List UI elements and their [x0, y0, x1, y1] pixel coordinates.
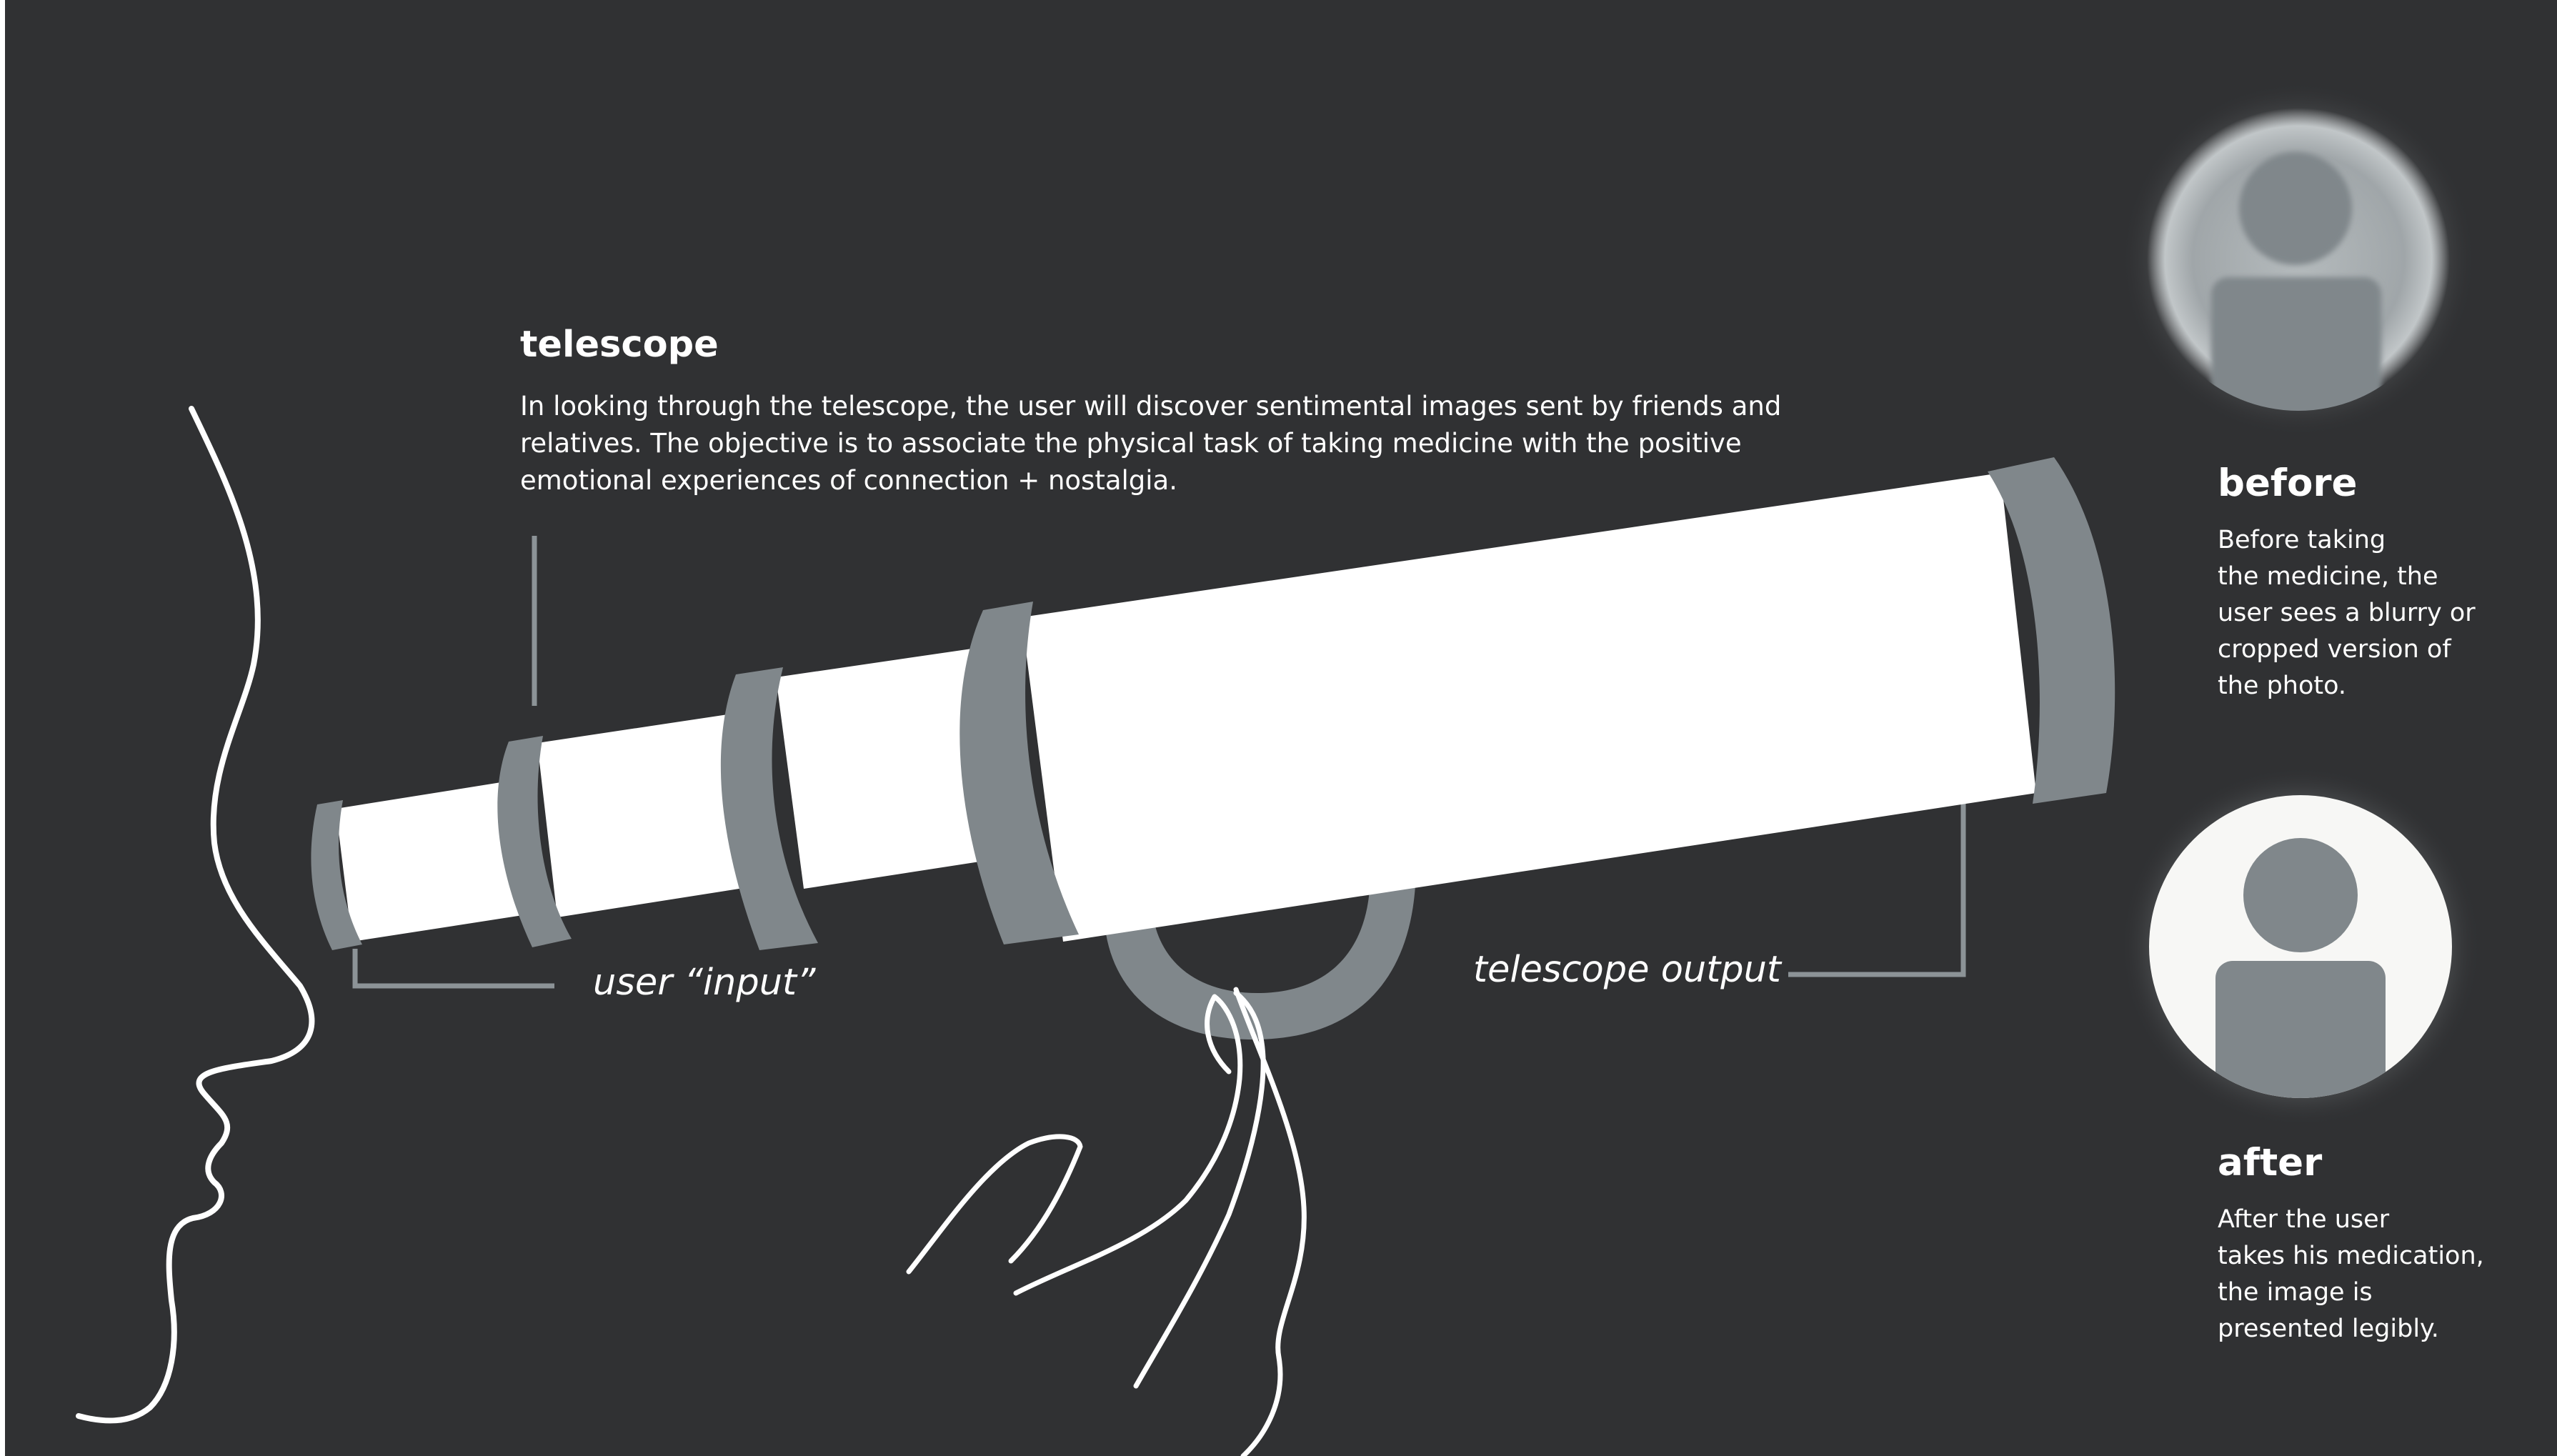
tube-segment-1 — [336, 780, 527, 942]
input-leader-line — [352, 949, 554, 989]
band-objective — [1988, 457, 2115, 804]
user-input-label: user “input” — [593, 962, 816, 1004]
intro-description: In looking through the telescope, the us… — [520, 388, 1792, 499]
face-profile-line — [76, 406, 315, 1424]
output-leader-line — [1788, 789, 1966, 977]
before-line: user sees a blurry or — [2218, 598, 2476, 627]
before-portrait — [2121, 82, 2476, 437]
after-description: After the user takes his medication, the… — [2218, 1202, 2532, 1347]
after-line: the image is — [2218, 1277, 2373, 1307]
hand-line-thumb — [1013, 994, 1243, 1296]
band-ring-2 — [497, 736, 572, 947]
after-line: After the user — [2218, 1205, 2390, 1234]
left-edge-strip — [0, 0, 5, 1456]
before-line: cropped version of — [2218, 634, 2451, 664]
intro-title: telescope — [520, 324, 719, 366]
before-panel: before Before taking the medicine, the u… — [2218, 461, 2532, 704]
before-line: the photo. — [2218, 671, 2347, 700]
telescope-handle-ring — [1104, 864, 1416, 1039]
before-line: the medicine, the — [2218, 562, 2438, 591]
intro-description-line: relatives. The objective is to associate… — [520, 428, 1742, 459]
intro-description-line: emotional experiences of connection + no… — [520, 465, 1177, 497]
tube-segment-4 — [1022, 473, 2036, 942]
band-ring-4 — [960, 602, 1079, 944]
before-line: Before taking — [2218, 525, 2386, 554]
after-portrait — [2120, 767, 2481, 1127]
after-line: presented legibly. — [2218, 1314, 2439, 1343]
after-title: after — [2218, 1141, 2323, 1185]
after-panel: after After the user takes his medicatio… — [2218, 1140, 2532, 1347]
person-portrait-icon — [2243, 838, 2358, 952]
blurred-person-portrait-icon — [2239, 152, 2352, 265]
tube-segment-3 — [776, 647, 1007, 889]
hand-line-fingers — [906, 1134, 1083, 1275]
intro-block: telescope In looking through the telesco… — [520, 323, 1792, 499]
tube-segment-2 — [537, 713, 757, 917]
band-eyepiece — [311, 800, 362, 950]
before-title: before — [2218, 462, 2358, 505]
after-line: takes his medication, — [2218, 1241, 2484, 1270]
before-description: Before taking the medicine, the user see… — [2218, 522, 2532, 704]
intro-description-line: In looking through the telescope, the us… — [520, 391, 1782, 422]
band-ring-3 — [720, 667, 818, 950]
telescope-strap-line — [1233, 987, 1307, 1456]
telescope-output-label: telescope output — [1473, 949, 1781, 991]
hand-line-palm — [1133, 990, 1266, 1389]
telescope — [311, 457, 2115, 950]
